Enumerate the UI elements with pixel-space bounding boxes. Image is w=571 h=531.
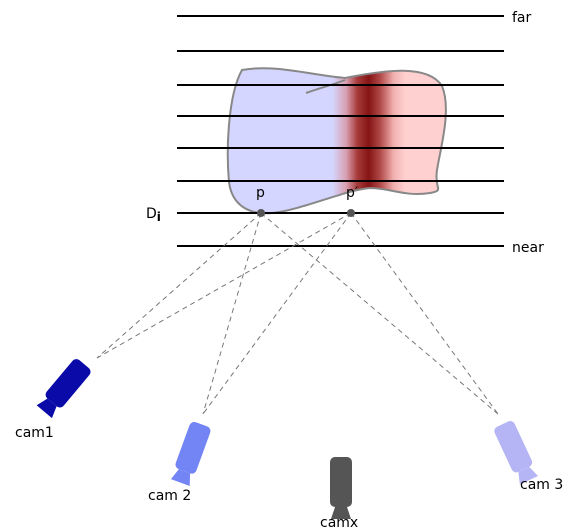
depth-plane-subscript: i [157, 210, 161, 224]
scene-object [226, 67, 447, 215]
point-p-prime [347, 209, 355, 217]
far-label: far [512, 10, 532, 26]
point-p [257, 209, 265, 217]
cam2-icon [170, 421, 211, 487]
camx-icon [330, 457, 352, 519]
cam2-label: cam 2 [148, 488, 191, 504]
depth-plane-label: Di [146, 206, 161, 224]
projection-rays [96, 212, 499, 415]
cam1-icon [36, 359, 91, 419]
depth-plane-letter: D [146, 206, 157, 222]
point-p-label: p [256, 185, 265, 201]
object-crease [305, 79, 346, 94]
cam3-icon [494, 421, 538, 485]
cam3-label: cam 3 [520, 477, 563, 493]
cam1-label: cam1 [15, 425, 54, 441]
camx-label: camx [320, 515, 358, 531]
near-label: near [512, 240, 544, 256]
point-p-prime-label: p′ [346, 185, 358, 201]
